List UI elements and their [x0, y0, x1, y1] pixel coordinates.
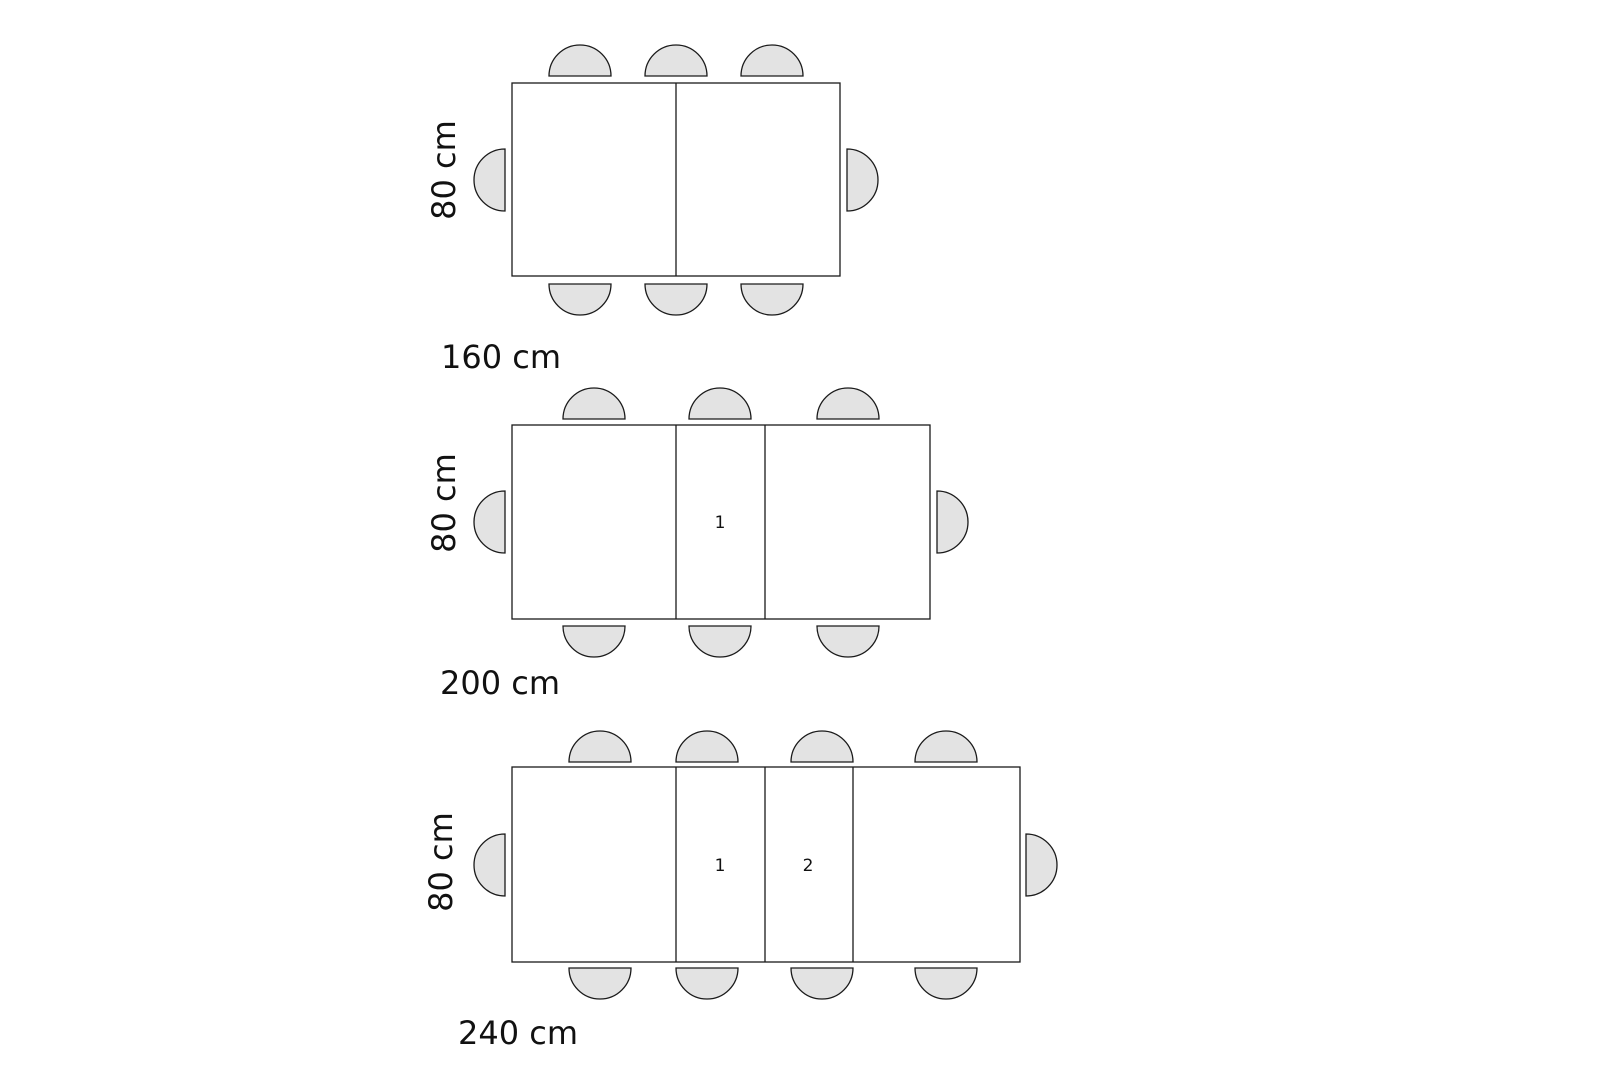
table-layout-240: 1 2 80 cm 240 cm [422, 730, 1058, 1052]
depth-label: 80 cm [425, 120, 463, 220]
chair [688, 387, 752, 420]
depth-label: 80 cm [422, 812, 460, 912]
chair [473, 490, 506, 554]
chair [846, 148, 879, 212]
chair [548, 283, 612, 316]
chair [562, 625, 626, 658]
chair [740, 283, 804, 316]
table-layout-200: 1 80 cm 200 cm [425, 387, 969, 702]
chair [816, 625, 880, 658]
chair [473, 148, 506, 212]
chair [644, 44, 708, 77]
width-label: 200 cm [440, 664, 560, 702]
chair [914, 730, 978, 763]
width-label: 160 cm [441, 338, 561, 376]
chair [473, 833, 506, 897]
chair [740, 44, 804, 77]
chair [816, 387, 880, 420]
chair [790, 967, 854, 1000]
chair [675, 967, 739, 1000]
table-top [511, 766, 1021, 963]
table-layout-160: 80 cm 160 cm [425, 44, 879, 376]
chair [675, 730, 739, 763]
chair [562, 387, 626, 420]
width-label: 240 cm [458, 1014, 578, 1052]
chair [1025, 833, 1058, 897]
chair [644, 283, 708, 316]
chair [548, 44, 612, 77]
chair [914, 967, 978, 1000]
table-top [511, 424, 931, 620]
leaf-number: 1 [715, 513, 726, 533]
chair [688, 625, 752, 658]
leaf-number: 2 [803, 856, 814, 876]
chair [568, 967, 632, 1000]
chair [790, 730, 854, 763]
depth-label: 80 cm [425, 453, 463, 553]
chair [936, 490, 969, 554]
leaf-number: 1 [715, 856, 726, 876]
chair [568, 730, 632, 763]
